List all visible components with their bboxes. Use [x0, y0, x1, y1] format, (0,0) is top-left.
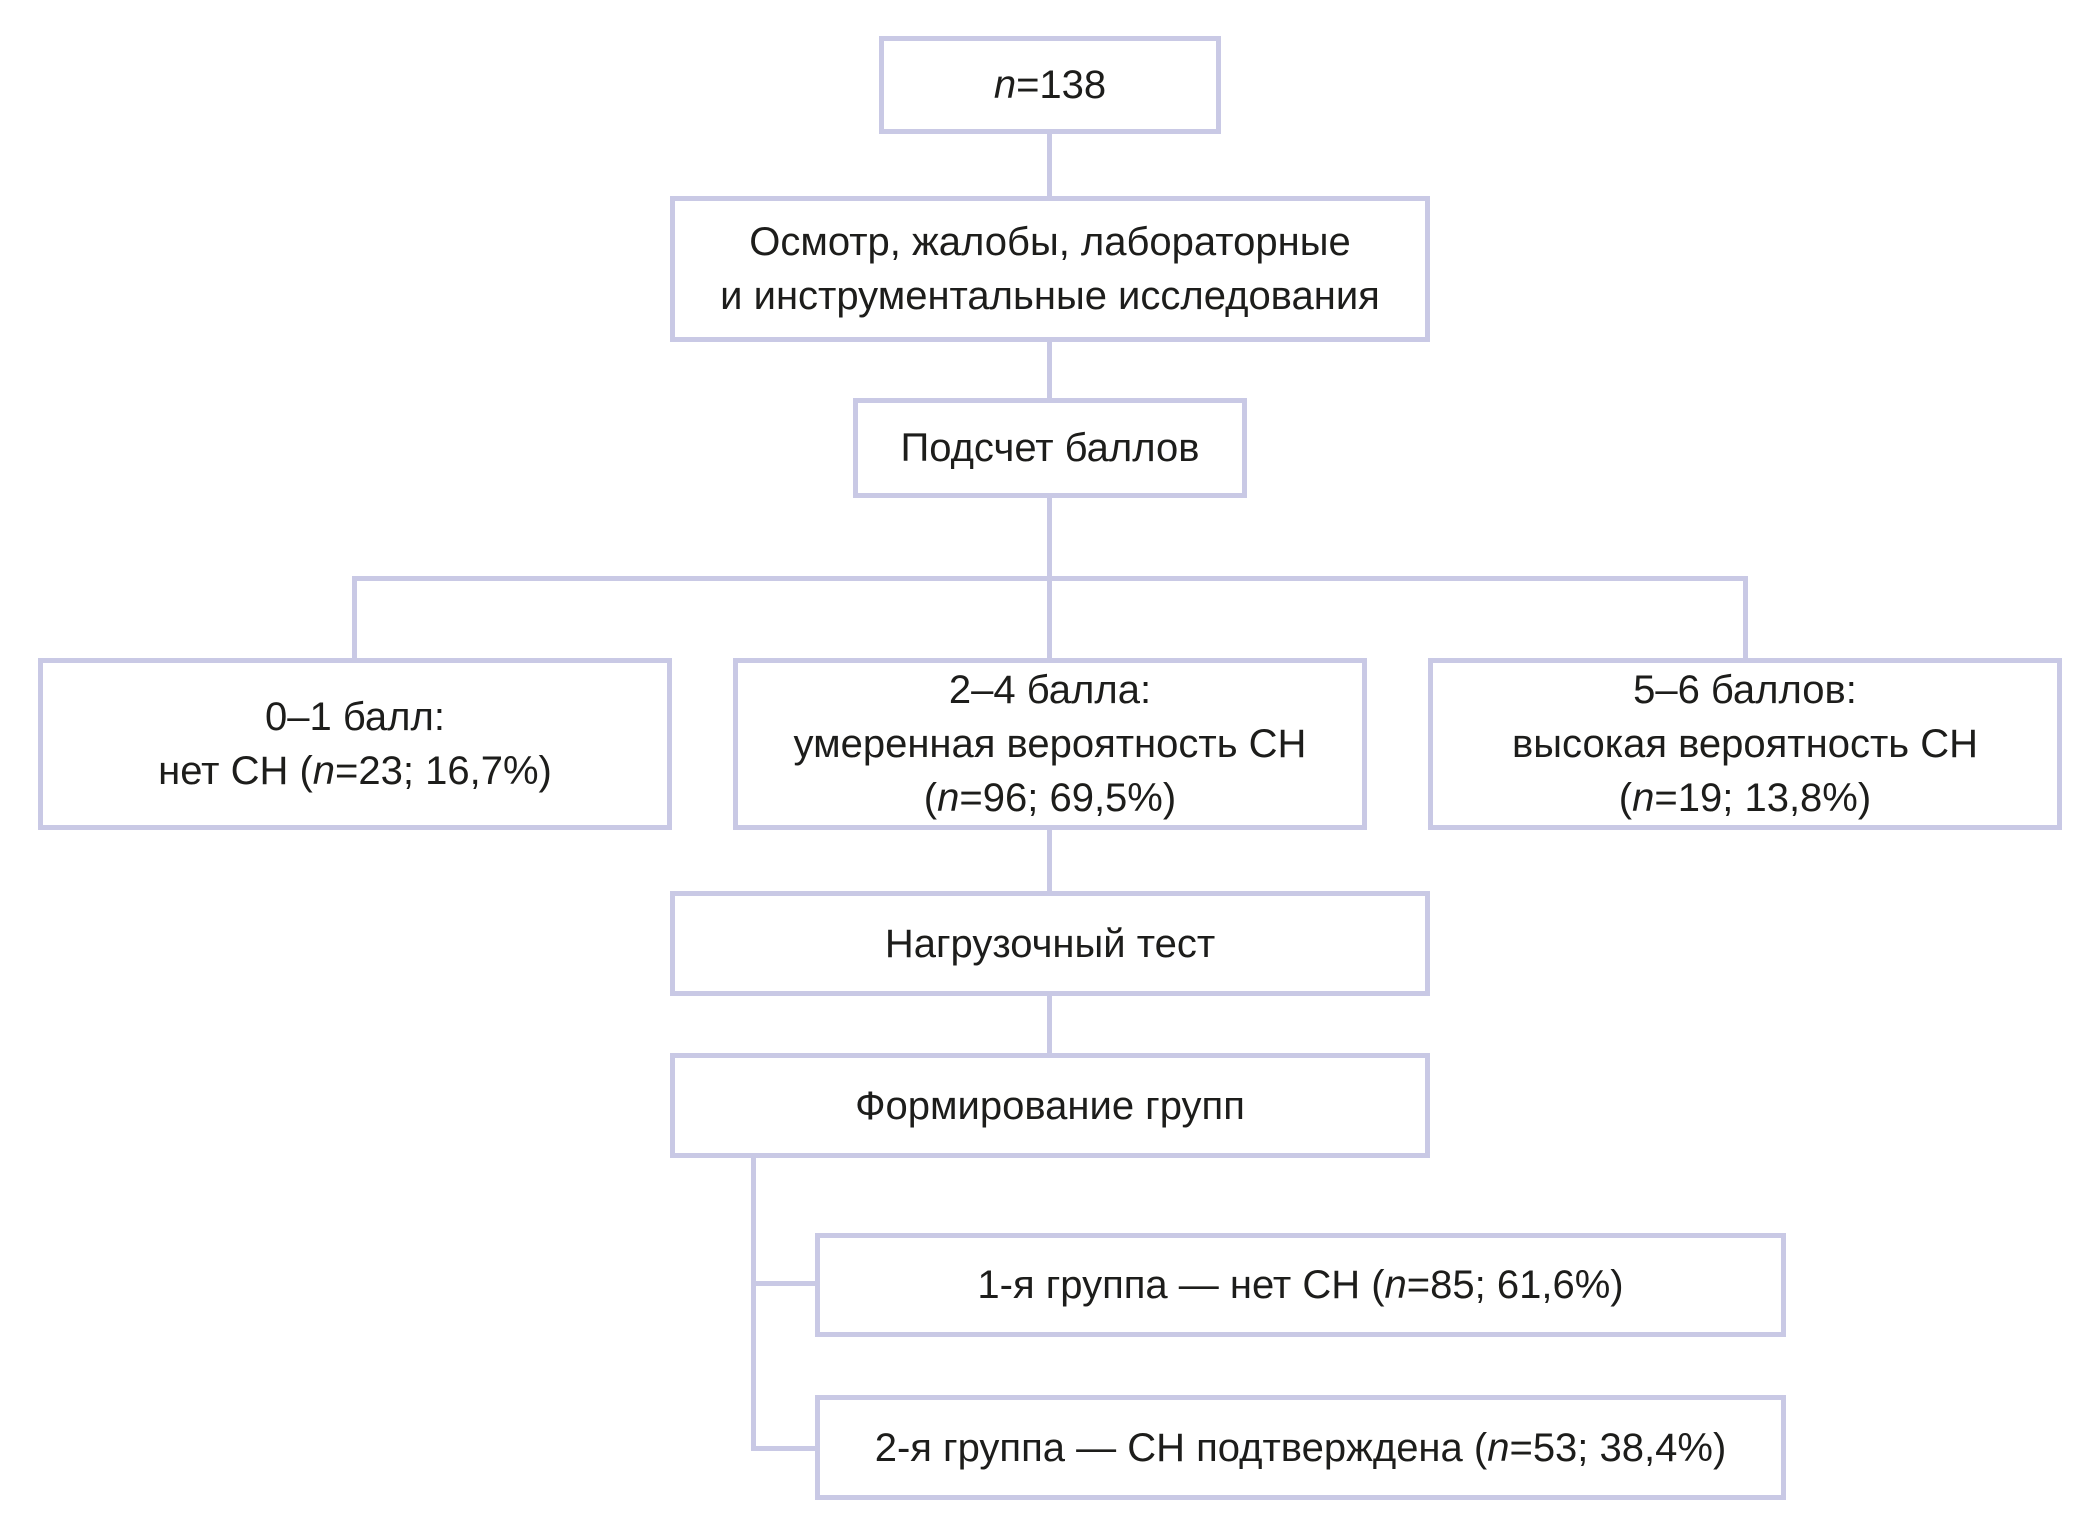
connector-branch-drop-middle [1047, 576, 1052, 658]
node-group-1-text: 1-я группа — нет СН (n=85; 61,6%) [977, 1263, 1624, 1307]
node-score-5-6-line3: (n=19; 13,8%) [1618, 776, 1872, 820]
node-score-5-6-line2: высокая вероятность СН [1512, 722, 1978, 766]
node-score-0-1: 0–1 балл: нет СН (n=23; 16,7%) [38, 658, 672, 830]
node-score-2-4-line3: (n=96; 69,5%) [923, 776, 1177, 820]
node-score-5-6-line1: 5–6 баллов: [1633, 668, 1857, 712]
node-examination-line1: Осмотр, жалобы, лабораторные [749, 220, 1351, 264]
node-score-calculation: Подсчет баллов [853, 398, 1247, 498]
node-total-patients: n=138 [879, 36, 1221, 134]
node-stress-test-text: Нагрузочный тест [884, 921, 1216, 966]
connector-groups-drop [751, 1158, 756, 1451]
node-score-5-6: 5–6 баллов: высокая вероятность СН (n=19… [1428, 658, 2062, 830]
node-group-formation-text: Формирование групп [855, 1083, 1245, 1128]
connector-stress-groups [1047, 996, 1052, 1053]
connector-total-exam [1047, 134, 1052, 196]
node-group-2-text: 2-я группа — СН подтверждена (n=53; 38,4… [874, 1425, 1727, 1470]
connector-score-branch [1047, 498, 1052, 581]
connector-branch-drop-left [352, 576, 357, 658]
node-score-2-4-line1: 2–4 балла: [948, 668, 1152, 712]
node-score-2-4: 2–4 балла: умеренная вероятность СН (n=9… [733, 658, 1367, 830]
node-group-formation: Формирование групп [670, 1053, 1430, 1158]
node-examination: Осмотр, жалобы, лабораторные и инструмен… [670, 196, 1430, 342]
node-stress-test: Нагрузочный тест [670, 891, 1430, 996]
node-score-calculation-text: Подсчет баллов [900, 426, 1200, 470]
node-group-2: 2-я группа — СН подтверждена (n=53; 38,4… [815, 1395, 1786, 1500]
connector-branch-drop-right [1743, 576, 1748, 658]
node-score-0-1-line2: нет СН (n=23; 16,7%) [158, 749, 552, 793]
connector-stub-group1 [751, 1281, 815, 1286]
node-score-2-4-line2: умеренная вероятность СН [793, 722, 1307, 766]
node-group-1: 1-я группа — нет СН (n=85; 61,6%) [815, 1233, 1786, 1337]
connector-moderate-stress [1047, 830, 1052, 891]
connector-exam-score [1047, 342, 1052, 398]
node-total-text: n=138 [993, 63, 1107, 107]
node-score-0-1-line1: 0–1 балл: [265, 695, 445, 739]
node-examination-line2: и инструментальные исследования [720, 274, 1380, 318]
connector-stub-group2 [751, 1446, 815, 1451]
